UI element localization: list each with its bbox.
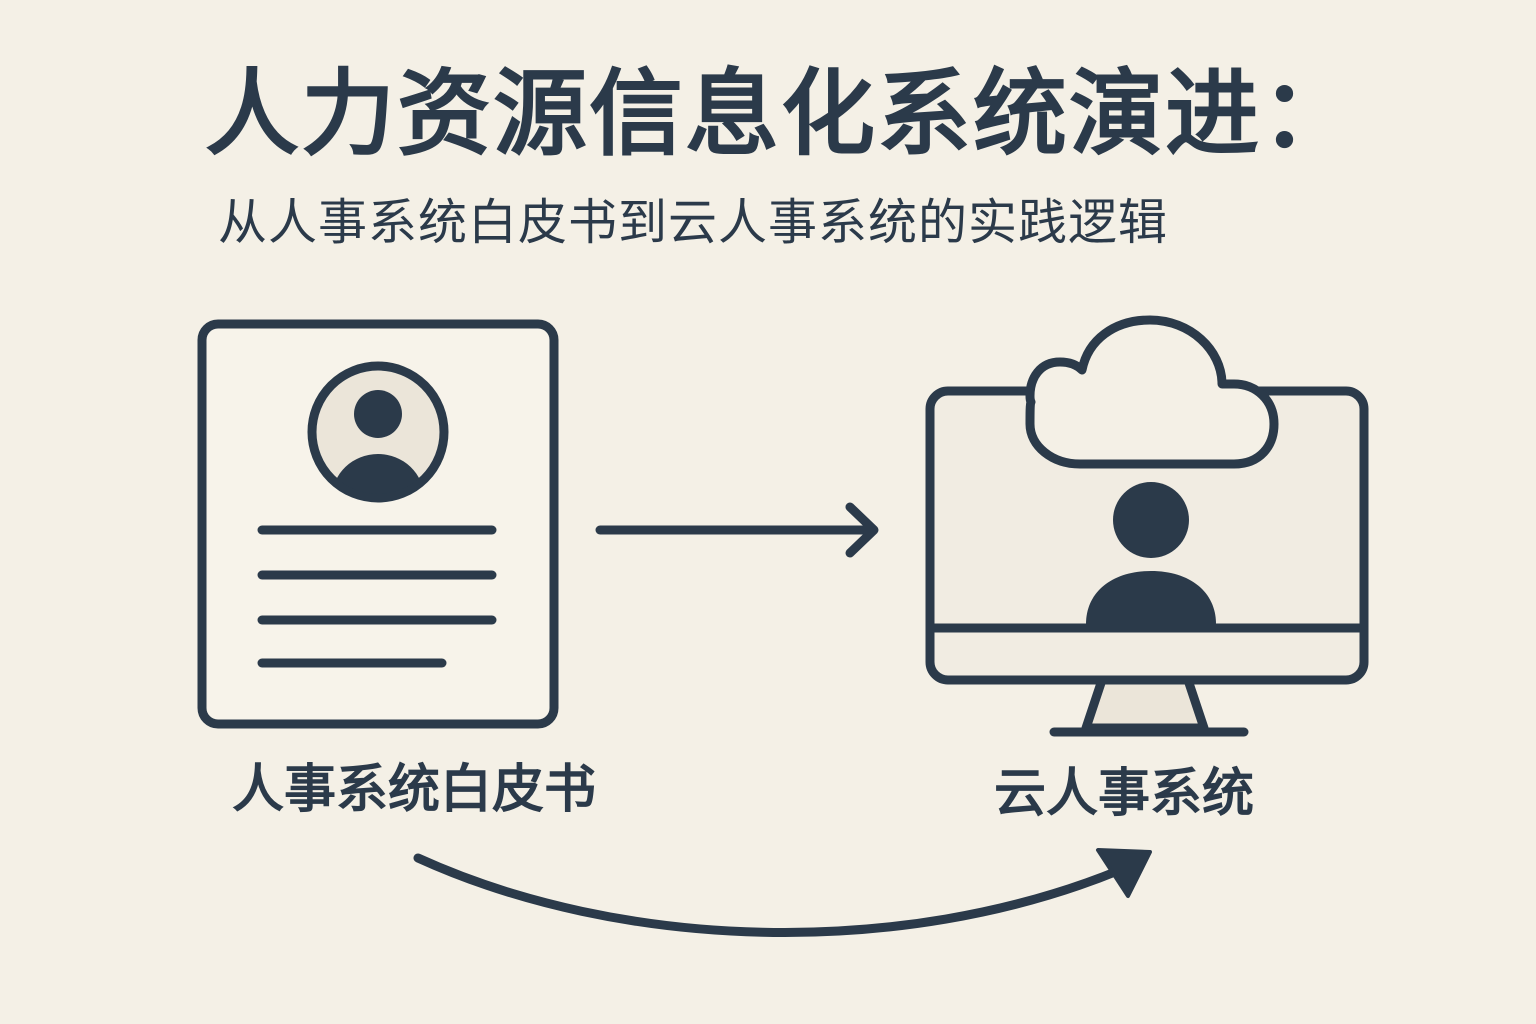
user-icon [1086, 482, 1216, 624]
cloud-monitor-user-icon [925, 315, 1369, 737]
node-label-whitepaper: 人事系统白皮书 [232, 760, 597, 820]
page-subtitle: 从人事系统白皮书到云人事系统的实践逻辑 [218, 194, 1169, 251]
monitor-stand [1081, 675, 1209, 733]
arrow-right-icon [595, 502, 879, 558]
cloud-icon [1025, 315, 1279, 469]
page-title: 人力资源信息化系统演进： [205, 60, 1358, 169]
curved-arrow-icon [413, 848, 1152, 937]
node-label-cloud-hr: 云人事系统 [994, 764, 1255, 824]
document-profile-icon [197, 319, 559, 729]
profile-avatar-icon [307, 361, 449, 503]
